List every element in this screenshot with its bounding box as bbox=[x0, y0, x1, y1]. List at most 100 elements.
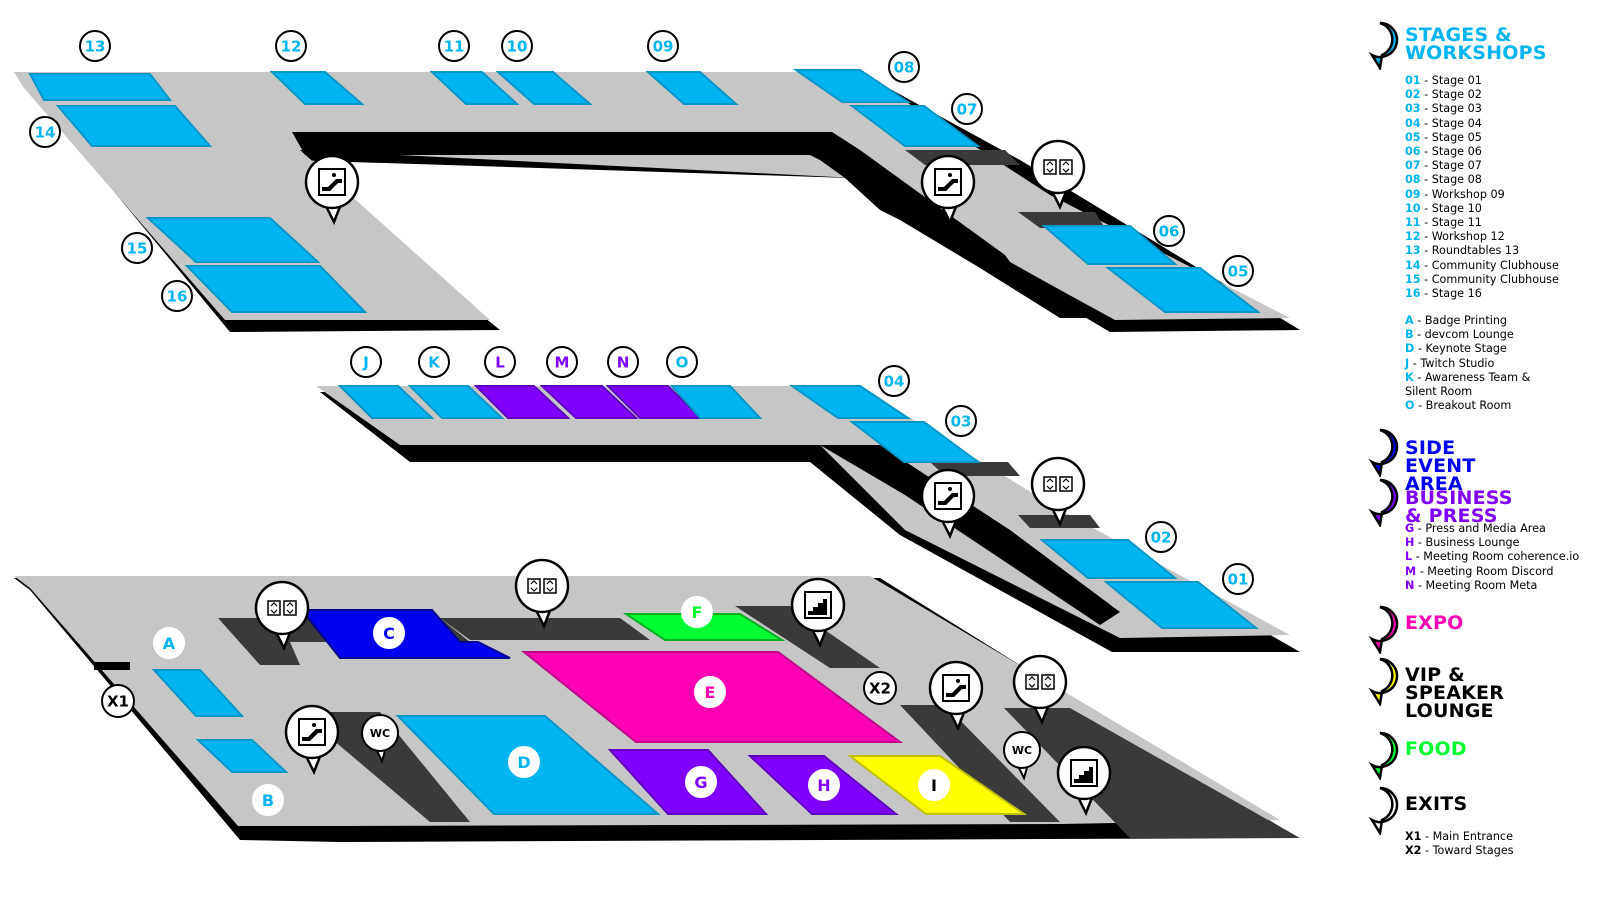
zone-B-block[interactable] bbox=[195, 739, 289, 773]
marker-label: 05 bbox=[1228, 262, 1249, 280]
stage-07-block[interactable] bbox=[849, 105, 982, 147]
escalator-icon[interactable] bbox=[920, 468, 976, 540]
legend-item-label: - devcom Lounge bbox=[1413, 328, 1514, 342]
wc-icon[interactable]: WC bbox=[361, 714, 399, 764]
marker-zone-C[interactable]: C bbox=[373, 617, 405, 649]
marker-stage-02[interactable]: 02 bbox=[1145, 521, 1177, 553]
stairs-icon[interactable] bbox=[790, 577, 846, 649]
room-J-block[interactable] bbox=[337, 385, 435, 419]
marker-stage-04[interactable]: 04 bbox=[878, 365, 910, 397]
stage-06-block[interactable] bbox=[1041, 225, 1178, 265]
marker-stage-12[interactable]: 12 bbox=[275, 30, 307, 62]
stage-02-block[interactable] bbox=[1039, 539, 1178, 579]
marker-room-J[interactable]: J bbox=[350, 346, 382, 378]
marker-stage-03[interactable]: 03 bbox=[945, 405, 977, 437]
marker-room-N[interactable]: N bbox=[607, 346, 639, 378]
marker-zone-H[interactable]: H bbox=[808, 769, 840, 801]
stage-11-block[interactable] bbox=[429, 71, 520, 105]
legend-item-code: G bbox=[1405, 522, 1415, 535]
escalator-icon[interactable] bbox=[928, 660, 984, 732]
marker-stage-09[interactable]: 09 bbox=[647, 30, 679, 62]
stage-04-block[interactable] bbox=[788, 385, 912, 419]
marker-stage-13[interactable]: 13 bbox=[79, 30, 111, 62]
legend-item: 03 - Stage 03 bbox=[1405, 102, 1559, 116]
marker-label: 09 bbox=[653, 37, 674, 55]
exit-marker-x2[interactable]: X2 bbox=[863, 671, 897, 705]
marker-stage-11[interactable]: 11 bbox=[438, 30, 470, 62]
marker-zone-I[interactable]: I bbox=[918, 769, 950, 801]
marker-zone-D[interactable]: D bbox=[508, 746, 540, 778]
marker-zone-F[interactable]: F bbox=[681, 596, 713, 628]
legend-item: 05 - Stage 05 bbox=[1405, 131, 1559, 145]
legend-item: 06 - Stage 06 bbox=[1405, 145, 1559, 159]
marker-label: B bbox=[262, 791, 274, 810]
legend-item-code: 10 bbox=[1405, 201, 1421, 215]
zone-C-block[interactable] bbox=[299, 609, 511, 659]
stages-title: STAGES &WORKSHOPS bbox=[1405, 24, 1547, 64]
marker-zone-B[interactable]: B bbox=[252, 784, 284, 816]
legend-item: 12 - Workshop 12 bbox=[1405, 230, 1559, 244]
marker-stage-05[interactable]: 05 bbox=[1222, 255, 1254, 287]
marker-stage-15[interactable]: 15 bbox=[121, 232, 153, 264]
marker-stage-10[interactable]: 10 bbox=[501, 30, 533, 62]
marker-label: 16 bbox=[167, 287, 188, 305]
legend-item: 08 - Stage 08 bbox=[1405, 173, 1559, 187]
legend-item: D - Keynote Stage bbox=[1405, 342, 1530, 356]
marker-zone-A[interactable]: A bbox=[153, 627, 185, 659]
legend-item: G - Press and Media Area bbox=[1405, 522, 1579, 536]
stage-01-block[interactable] bbox=[1103, 581, 1259, 629]
marker-stage-08[interactable]: 08 bbox=[888, 51, 920, 83]
stage-14-block[interactable] bbox=[55, 105, 213, 147]
stage-09-block[interactable] bbox=[645, 71, 739, 105]
legend-item-label: - Badge Printing bbox=[1413, 314, 1508, 327]
stairs-icon[interactable] bbox=[1056, 745, 1112, 817]
marker-label: F bbox=[692, 603, 703, 622]
marker-stage-01[interactable]: 01 bbox=[1222, 563, 1254, 595]
stage-03-block[interactable] bbox=[849, 421, 982, 463]
stage-08-block[interactable] bbox=[792, 69, 912, 103]
elevator-icon[interactable] bbox=[1030, 456, 1086, 528]
legend-item-label: - Roundtables 13 bbox=[1420, 244, 1520, 258]
legend-item: 10 - Stage 10 bbox=[1405, 202, 1559, 216]
marker-stage-16[interactable]: 16 bbox=[161, 280, 193, 312]
room-K-block[interactable] bbox=[407, 385, 505, 419]
marker-label: 14 bbox=[35, 123, 56, 141]
marker-room-K[interactable]: K bbox=[418, 346, 450, 378]
legend-item-code: O bbox=[1405, 399, 1415, 413]
exit-marker-x1[interactable]: X1 bbox=[101, 684, 135, 718]
legend-item-code: A bbox=[1405, 314, 1414, 327]
escalator-icon[interactable] bbox=[284, 704, 340, 776]
marker-room-O[interactable]: O bbox=[666, 346, 698, 378]
marker-zone-E[interactable]: E bbox=[694, 676, 726, 708]
legend-item-label: - Keynote Stage bbox=[1414, 342, 1507, 356]
elevator-icon[interactable] bbox=[1012, 654, 1068, 726]
escalator-icon[interactable] bbox=[920, 154, 976, 226]
stage-10-block[interactable] bbox=[495, 71, 593, 105]
marker-label: X2 bbox=[869, 679, 891, 697]
room-M-block[interactable] bbox=[539, 385, 639, 419]
stage-12-block[interactable] bbox=[269, 71, 365, 105]
marker-zone-G[interactable]: G bbox=[685, 766, 717, 798]
elevator-icon[interactable] bbox=[254, 580, 310, 652]
marker-stage-06[interactable]: 06 bbox=[1153, 215, 1185, 247]
stage-16-block[interactable] bbox=[184, 265, 368, 313]
zone-A-block[interactable] bbox=[151, 669, 245, 717]
room-L-block[interactable] bbox=[473, 385, 571, 419]
legend-item-label: - Toward Stages bbox=[1421, 844, 1514, 858]
room-O-block[interactable] bbox=[669, 385, 763, 419]
wc-icon[interactable]: WC bbox=[1003, 731, 1041, 781]
marker-label: G bbox=[694, 773, 707, 792]
marker-stage-07[interactable]: 07 bbox=[951, 93, 983, 125]
legend-item-label: - Stage 05 bbox=[1420, 130, 1482, 144]
stage-05-block[interactable] bbox=[1105, 267, 1261, 313]
escalator-icon[interactable] bbox=[304, 154, 360, 226]
marker-room-M[interactable]: M bbox=[546, 346, 578, 378]
marker-room-L[interactable]: L bbox=[484, 346, 516, 378]
legend-item-label: - Breakout Room bbox=[1414, 399, 1512, 413]
elevator-icon[interactable] bbox=[514, 558, 570, 630]
elevator-icon[interactable] bbox=[1030, 139, 1086, 211]
stage-15-block[interactable] bbox=[145, 217, 321, 263]
marker-stage-14[interactable]: 14 bbox=[29, 116, 61, 148]
stage-13-block[interactable] bbox=[28, 73, 173, 101]
